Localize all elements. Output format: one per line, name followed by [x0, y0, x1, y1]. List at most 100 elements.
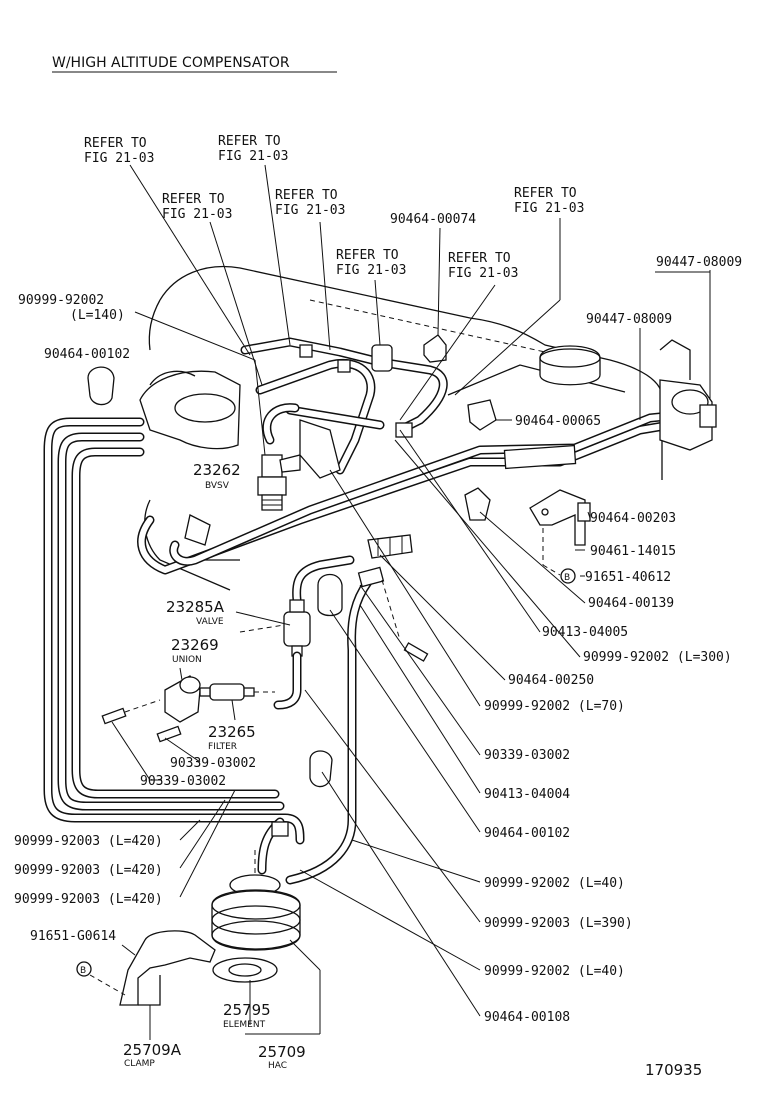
clip-90464-00108: [309, 750, 333, 788]
clip-90464-00102-a: [87, 366, 115, 406]
refer-label-1-line2: FIG 21-03: [84, 151, 154, 166]
valve-assembly: [239, 555, 355, 710]
union-name: UNION: [172, 655, 202, 665]
bracket: [529, 489, 586, 546]
refer-label-3-line2: FIG 21-03: [162, 207, 232, 222]
part-90413-04005: 90413-04005: [542, 625, 628, 640]
bolt-mark-b-left-label: B: [80, 966, 86, 976]
part-90464-00250: 90464-00250: [508, 673, 594, 688]
distributor: [659, 339, 717, 451]
hac-body: [211, 889, 301, 951]
element-part-number: 25795: [223, 1001, 271, 1019]
union-part-number: 23269: [171, 636, 219, 654]
part-90464-00139: 90464-00139: [588, 596, 674, 611]
element-name: ELEMENT: [223, 1020, 266, 1030]
clamp-name: CLAMP: [124, 1059, 155, 1069]
part-90339-03002-a: 90339-03002: [170, 756, 256, 771]
bvsv-body: [261, 454, 283, 478]
part-90999-92003-l420-b: 90999-92003 (L=420): [14, 863, 163, 878]
clamp-part-number: 25709A: [123, 1041, 182, 1059]
refer-label-1-line1: REFER TO: [84, 136, 147, 151]
clip-00203: [577, 502, 591, 522]
upper-hoses: [240, 337, 448, 475]
valve-body: [283, 611, 311, 647]
bvsv-assembly: [257, 419, 341, 511]
refer-label-6-line1: REFER TO: [336, 248, 399, 263]
part-90999-92003-l420-c: 90999-92003 (L=420): [14, 892, 163, 907]
lower-right-hoses: [285, 566, 429, 885]
part-90999-92002-l40-a: 90999-92002 (L=40): [484, 876, 625, 891]
refer-label-7-line2: FIG 21-03: [448, 266, 518, 281]
hac-name: HAC: [268, 1061, 287, 1071]
bolt-mark-b-right-label: B: [564, 573, 570, 583]
vacuum-tee: [371, 344, 393, 372]
part-90999-92002-l140: 90999-92002: [18, 293, 104, 308]
bolt-mark-b-right: [560, 568, 576, 584]
part-90339-03002-b: 90339-03002: [140, 774, 226, 789]
part-90999-92002-l40-b: 90999-92002 (L=40): [484, 964, 625, 979]
refer-label-2-line1: REFER TO: [218, 134, 281, 149]
refer-label-6-line2: FIG 21-03: [336, 263, 406, 278]
part-90464-00102-upper: 90464-00102: [44, 347, 130, 362]
refer-label-5-line1: REFER TO: [514, 186, 577, 201]
bracket-assembly: [529, 489, 591, 576]
hose-connector: [395, 422, 413, 438]
refer-label-7-line1: REFER TO: [448, 251, 511, 266]
valve-name: VALVE: [196, 617, 224, 627]
refer-label-3-line1: REFER TO: [162, 192, 225, 207]
clip-00139: [464, 487, 491, 521]
bvsv-part-number: 23262: [193, 461, 241, 479]
engine-body: [139, 265, 663, 591]
hac-part-number: 25709: [258, 1043, 306, 1061]
clip-90464-00102-b: [317, 573, 343, 617]
part-90464-00074: 90464-00074: [390, 212, 476, 227]
part-90447-08009-top: 90447-08009: [656, 255, 742, 270]
hac-element: [212, 957, 278, 983]
leader-lines: [103, 164, 711, 1040]
hose-clip: [423, 334, 447, 363]
part-90999-92002-l140-length: (L=140): [70, 308, 125, 323]
part-90464-00203: 90464-00203: [590, 511, 676, 526]
part-90339-03002-right: 90339-03002: [484, 748, 570, 763]
filter-name: FILTER: [208, 742, 237, 752]
filter-body: [209, 683, 245, 701]
hac-assembly: [211, 817, 301, 983]
refer-label-4-line2: FIG 21-03: [275, 203, 345, 218]
refer-label-5-line2: FIG 21-03: [514, 201, 584, 216]
part-90447-08009-mid: 90447-08009: [586, 312, 672, 327]
part-90461-14015: 90461-14015: [590, 544, 676, 559]
part-90464-00108: 90464-00108: [484, 1010, 570, 1025]
refer-labels: REFER TO FIG 21-03 REFER TO FIG 21-03 RE…: [84, 134, 584, 281]
part-91651-40612: 91651-40612: [585, 570, 671, 585]
bvsv-name: BVSV: [205, 481, 230, 491]
part-90999-92003-l390: 90999-92003 (L=390): [484, 916, 633, 931]
filter-part-number: 23265: [208, 723, 256, 741]
part-labels: 90999-92002 (L=140) 90464-00102 90464-00…: [14, 212, 742, 1025]
part-90464-00102-lower: 90464-00102: [484, 826, 570, 841]
filler-cap: [539, 345, 601, 386]
hose-clamp: [467, 399, 497, 431]
bolt-mark-b-left: [76, 961, 92, 977]
part-90999-92003-l420-a: 90999-92003 (L=420): [14, 834, 163, 849]
union-filter: [101, 675, 275, 743]
part-90999-92002-l70: 90999-92002 (L=70): [484, 699, 625, 714]
hac-clamp: [119, 930, 216, 1006]
part-90999-92002-l300: 90999-92002 (L=300): [583, 650, 732, 665]
part-90413-04004: 90413-04004: [484, 787, 570, 802]
figure-number: 170935: [645, 1061, 702, 1079]
refer-label-2-line2: FIG 21-03: [218, 149, 288, 164]
refer-label-4-line1: REFER TO: [275, 188, 338, 203]
hose-bundle-right: [137, 410, 685, 575]
part-91651-g0614: 91651-G0614: [30, 929, 116, 944]
clamp-assembly: [89, 930, 216, 1006]
diagram-title: W/HIGH ALTITUDE COMPENSATOR: [52, 55, 290, 71]
throttle-body: [139, 370, 241, 450]
fittings: [299, 334, 497, 559]
component-labels: 23262 BVSV 23285A VALVE 23269 UNION 2326…: [123, 461, 306, 1071]
bolt-marks: B B: [76, 568, 576, 977]
hose-bundle-left: [43, 417, 305, 845]
valve-part-number: 23285A: [166, 598, 225, 616]
part-90464-00065: 90464-00065: [515, 414, 601, 429]
